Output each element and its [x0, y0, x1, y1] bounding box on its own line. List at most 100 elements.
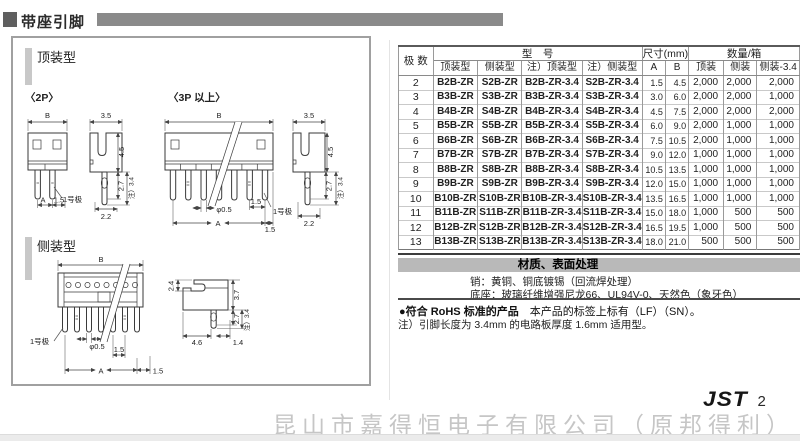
cell-model-top34: B2B-ZR-3.4 — [521, 75, 583, 90]
cell-model-top34: B10B-ZR-3.4 — [521, 191, 583, 206]
dim-label: B — [98, 255, 103, 264]
variant-2p-label: 〈2P〉 — [25, 91, 59, 104]
cell-qty-side: 500 — [723, 205, 758, 221]
dim-label: 1号极 — [30, 336, 50, 346]
cell-qty-side: 2,000 — [723, 89, 758, 105]
cell-model-side: S10B-ZR — [477, 191, 523, 206]
cell-qty-top: 1,000 — [688, 220, 725, 235]
section-header-bar — [97, 13, 503, 26]
cell-poles: 6 — [398, 133, 434, 148]
parts-table-body: 2 B2B-ZR S2B-ZR B2B-ZR-3.4 S2B-ZR-3.4 1.… — [398, 75, 800, 250]
cell-dim-b: 18.0 — [664, 205, 690, 221]
subheader-note-top-mount: 注）顶装型 — [521, 60, 583, 76]
cell-qty-top: 2,000 — [688, 104, 725, 119]
dim-label: 1.5 — [114, 345, 124, 354]
subheader-side-mount: 侧装型 — [477, 60, 523, 76]
cell-dim-b: 9.0 — [664, 118, 690, 134]
side-mount-label-group: 侧装型 — [25, 237, 76, 280]
cell-model-side34: S2B-ZR-3.4 — [581, 75, 643, 90]
cell-model-top34: B11B-ZR-3.4 — [521, 205, 583, 221]
dim-label: 注）3.4 — [242, 309, 251, 331]
cell-poles: 8 — [398, 162, 434, 177]
cell-model-side34: S6B-ZR-3.4 — [581, 133, 643, 148]
cell-qty-side: 1,000 — [723, 118, 758, 134]
col-header-qty: 数量/箱 — [688, 46, 800, 61]
cell-model-side: S13B-ZR — [477, 234, 523, 250]
cell-dim-b: 4.5 — [664, 75, 690, 90]
cell-qty-side: 2,000 — [723, 104, 758, 119]
cell-poles: 9 — [398, 176, 434, 192]
cell-model-side34: S5B-ZR-3.4 — [581, 118, 643, 134]
cell-qty-top: 2,000 — [688, 89, 725, 105]
dim-label: 注）3.4 — [336, 177, 345, 199]
bottom-strip — [0, 434, 800, 441]
page-title: 带座引脚 — [21, 14, 86, 31]
dim-label: 2.7 — [232, 314, 241, 324]
cell-qty-top: 1,000 — [688, 147, 725, 163]
cell-model-side34: S8B-ZR-3.4 — [581, 162, 643, 177]
cell-model-side: S2B-ZR — [477, 75, 523, 90]
cell-dim-b: 7.5 — [664, 104, 690, 119]
cell-qty-side34: 1,000 — [756, 147, 800, 163]
cell-model-side: S8B-ZR — [477, 162, 523, 177]
dim-label: 1.5 — [54, 196, 64, 205]
cell-dim-a: 6.0 — [641, 118, 666, 134]
cell-qty-side34: 500 — [756, 220, 800, 235]
material-bottom-divider — [398, 298, 800, 300]
subheader-qty-top: 顶装 — [688, 60, 725, 76]
table-row: 5 B5B-ZR S5B-ZR B5B-ZR-3.4 S5B-ZR-3.4 6.… — [398, 118, 800, 134]
drawing-side-mount: B — [30, 255, 251, 376]
rohs-note-bold: ●符合 RoHS 标准的产品 — [399, 306, 519, 318]
cell-model-side: S11B-ZR — [477, 205, 523, 221]
dim-label: 1.5 — [251, 197, 261, 206]
material-header-title: 材质、表面处理 — [517, 259, 599, 271]
cell-model-top34: B13B-ZR-3.4 — [521, 234, 583, 250]
table-row: 2 B2B-ZR S2B-ZR B2B-ZR-3.4 S2B-ZR-3.4 1.… — [398, 75, 800, 90]
dim-label: 1号极 — [273, 206, 293, 216]
cell-poles: 11 — [398, 205, 434, 221]
pin-length-note: 注）引脚长度为 3.4mm 的电路板厚度 1.6mm 适用型。 — [398, 318, 653, 331]
cell-model-top: B11B-ZR — [432, 205, 479, 221]
cell-model-top34: B4B-ZR-3.4 — [521, 104, 583, 119]
cell-poles: 5 — [398, 118, 434, 134]
cell-model-top34: B6B-ZR-3.4 — [521, 133, 583, 148]
cell-model-side: S5B-ZR — [477, 118, 523, 134]
cell-model-top34: B7B-ZR-3.4 — [521, 147, 583, 163]
subheader-top-mount: 顶装型 — [432, 60, 479, 76]
drawing-3p: 〈3P 以上〉 B — [164, 91, 345, 234]
cell-poles: 2 — [398, 75, 434, 90]
dim-label: 2.7 — [117, 181, 126, 191]
dim-label: 3.5 — [304, 111, 314, 120]
side-mount-label: 侧装型 — [37, 239, 76, 254]
cell-model-side34: S4B-ZR-3.4 — [581, 104, 643, 119]
material-line-base: 底座：玻璃纤维增强尼龙66、UL94V-0、天然色（象牙色） — [470, 288, 744, 301]
dim-label: 1.4 — [233, 338, 243, 347]
cell-dim-b: 10.5 — [664, 133, 690, 148]
cell-qty-side34: 500 — [756, 234, 800, 250]
cell-model-top: B8B-ZR — [432, 162, 479, 177]
cell-model-top: B9B-ZR — [432, 176, 479, 192]
dim-label: 3.5 — [101, 111, 111, 120]
subheader-note-side-mount: 注）侧装型 — [581, 60, 643, 76]
table-row: 6 B6B-ZR S6B-ZR B6B-ZR-3.4 S6B-ZR-3.4 7.… — [398, 133, 800, 148]
cell-qty-side34: 1,000 — [756, 89, 800, 105]
dim-label: 2.2 — [304, 219, 314, 228]
dim-label: A — [98, 367, 103, 376]
cell-model-top: B6B-ZR — [432, 133, 479, 148]
cell-model-side34: S10B-ZR-3.4 — [581, 191, 643, 206]
col-header-model: 型 号 — [432, 46, 643, 61]
cell-model-side: S9B-ZR — [477, 176, 523, 192]
cell-qty-side34: 2,000 — [756, 75, 800, 90]
cell-qty-top: 2,000 — [688, 118, 725, 134]
dim-label: A — [40, 196, 45, 205]
top-mount-label-group: 顶装型 — [25, 48, 76, 85]
dim-label: 3.7 — [232, 290, 241, 300]
dim-label: A — [215, 219, 220, 228]
technical-drawings: 顶装型 〈2P〉 B 1号极 — [25, 48, 345, 376]
dim-label: 1.5 — [265, 225, 275, 234]
cell-model-top: B2B-ZR — [432, 75, 479, 90]
parts-table: 极 数 型 号 尺寸(mm) 数量/箱 顶装型 侧装型 注）顶装型 注）侧装型 … — [398, 45, 800, 250]
drawing-panel: 顶装型 〈2P〉 B 1号极 — [11, 36, 371, 386]
cell-model-top: B13B-ZR — [432, 234, 479, 250]
cell-qty-top: 500 — [688, 234, 725, 250]
